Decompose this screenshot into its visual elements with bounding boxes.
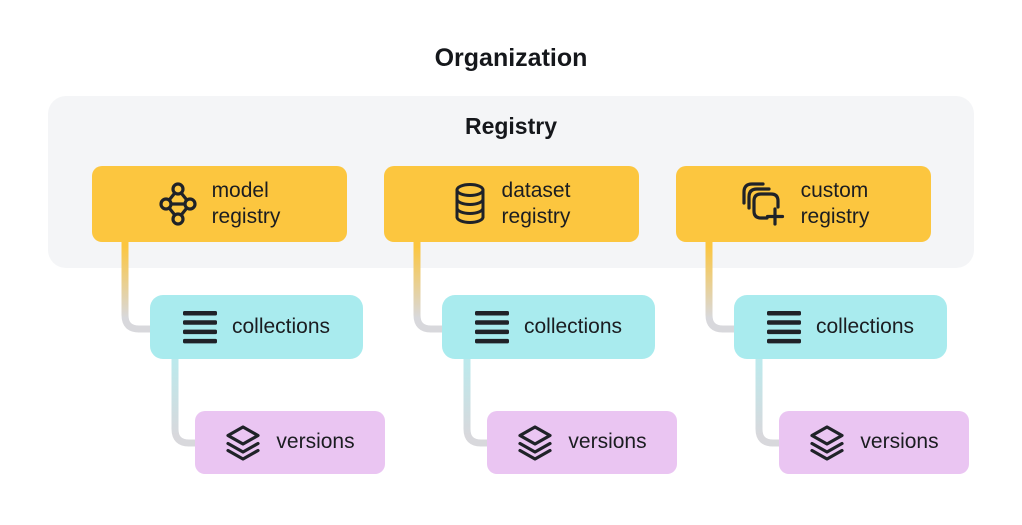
custom-registry-node: custom registry [676, 166, 931, 242]
registry-node-label: model registry [211, 178, 281, 228]
organization-title: Organization [434, 44, 588, 72]
collections-icon [766, 310, 801, 344]
custom-registry-icon [738, 180, 786, 228]
dataset-registry-node: dataset registry [384, 166, 639, 242]
dataset-registry-icon [453, 182, 487, 226]
model-registry-icon [158, 181, 197, 227]
collections-icon [474, 310, 509, 344]
versions-node-label: versions [276, 430, 355, 454]
model-registry-node: model registry [92, 166, 347, 242]
versions-icon [809, 424, 845, 462]
versions-icon [517, 424, 553, 462]
versions-icon [225, 424, 261, 462]
versions-node: versions [779, 411, 969, 474]
collections-node-label: collections [523, 314, 623, 338]
collections-node: collections [150, 295, 363, 359]
versions-node: versions [195, 411, 385, 474]
collections-node: collections [442, 295, 655, 359]
collections-node: collections [734, 295, 947, 359]
registry-node-label: dataset registry [501, 178, 571, 228]
collections-node-label: collections [231, 314, 331, 338]
versions-node-label: versions [568, 430, 647, 454]
registry-panel-title: Registry [464, 113, 558, 139]
collections-node-label: collections [815, 314, 915, 338]
versions-node-label: versions [860, 430, 939, 454]
registry-node-label: custom registry [800, 178, 870, 228]
collections-icon [182, 310, 217, 344]
versions-node: versions [487, 411, 677, 474]
